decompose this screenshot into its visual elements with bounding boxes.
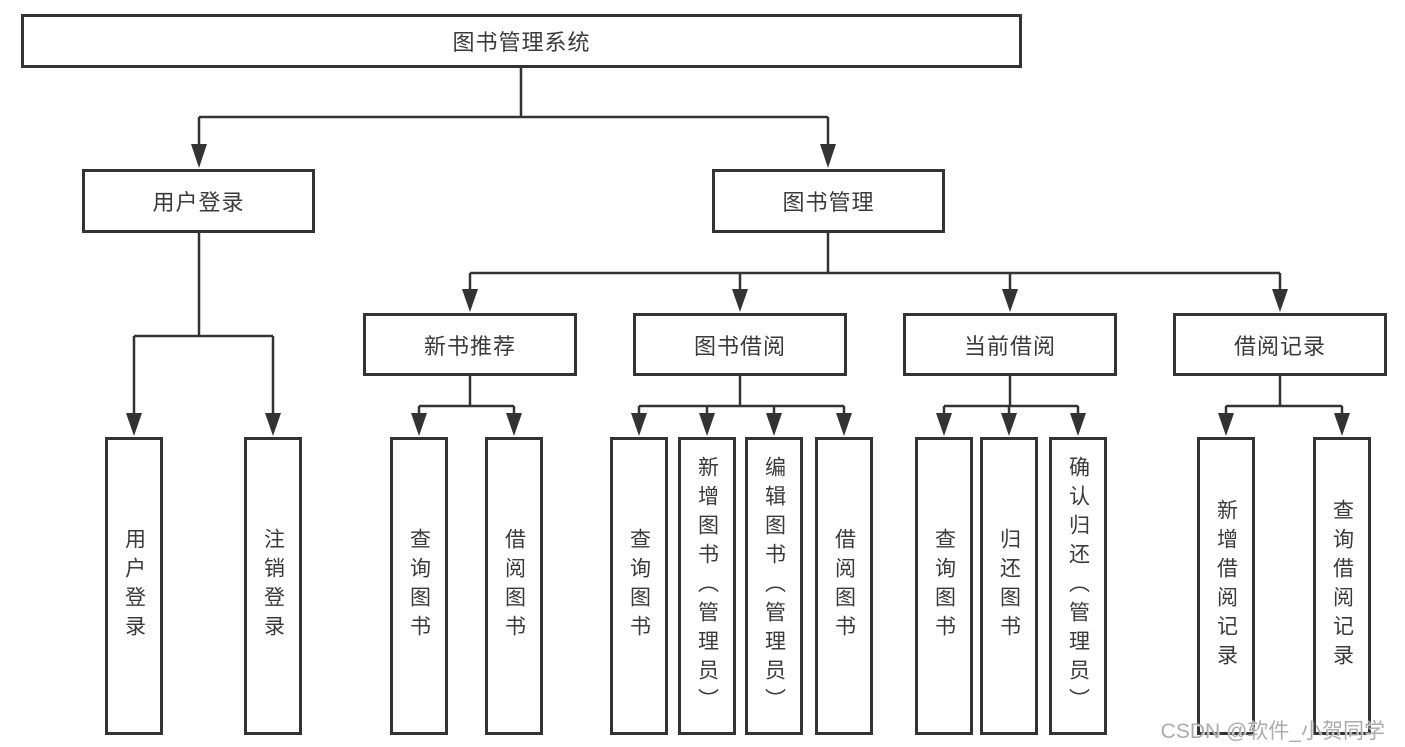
node-book-borrow: 图书借阅 <box>633 313 847 376</box>
node-root-system: 图书管理系统 <box>21 14 1022 68</box>
leaf-edit-book-admin: 编辑图书（管理员） <box>745 437 803 735</box>
tree-edges <box>132 68 1344 415</box>
leaf-query-current: 查询图书 <box>915 437 973 735</box>
node-book-management: 图书管理 <box>712 169 945 233</box>
node-current-borrow: 当前借阅 <box>903 313 1117 376</box>
leaf-query-books-recommend: 查询图书 <box>390 437 448 735</box>
leaf-query-books-borrow: 查询图书 <box>610 437 668 735</box>
leaf-borrow-book-recommend: 借阅图书 <box>485 437 543 735</box>
leaf-add-borrow-record: 新增借阅记录 <box>1197 437 1255 735</box>
leaf-borrow-book: 借阅图书 <box>815 437 873 735</box>
leaf-user-login: 用户登录 <box>105 437 163 735</box>
node-new-book-recommend: 新书推荐 <box>363 313 577 376</box>
leaf-add-book-admin: 新增图书（管理员） <box>678 437 736 735</box>
node-borrow-record: 借阅记录 <box>1173 313 1387 376</box>
leaf-confirm-return-admin: 确认归还（管理员） <box>1049 437 1107 735</box>
leaf-logout: 注销登录 <box>244 437 302 735</box>
leaf-return-book: 归还图书 <box>980 437 1038 735</box>
node-user-login: 用户登录 <box>82 169 315 233</box>
leaf-query-borrow-record: 查询借阅记录 <box>1313 437 1371 735</box>
arrow-down-icons <box>126 144 1350 436</box>
